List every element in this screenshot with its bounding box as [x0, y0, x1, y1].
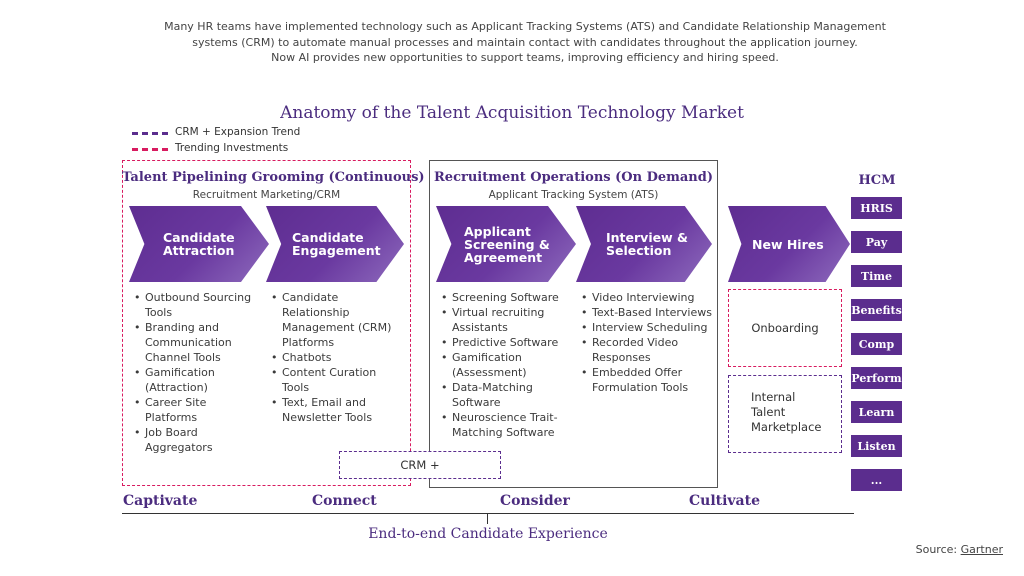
- list-item: Career Site Platforms: [133, 395, 258, 425]
- pipelining-subtitle: Recruitment Marketing/CRM: [192, 189, 341, 201]
- intro-paragraph: Many HR teams have implemented technolog…: [120, 19, 930, 66]
- legend-pink-dash: [132, 148, 168, 151]
- list-item: Recorded Video Responses: [580, 335, 712, 365]
- hcm-item-time: Time: [851, 265, 902, 287]
- interview-list: Video Interviewing Text-Based Interviews…: [580, 290, 712, 395]
- footer-title: End-to-end Candidate Experience: [368, 526, 608, 542]
- hcm-item-learn: Learn: [851, 401, 902, 423]
- arrow-candidate-attraction: Candidate Attraction: [129, 206, 269, 282]
- intro-line: systems (CRM) to automate manual process…: [192, 35, 858, 49]
- list-item: Candidate Relationship Management (CRM) …: [270, 290, 395, 350]
- arrow-label: Candidate Engagement: [292, 230, 381, 258]
- list-item: Text, Email and Newsletter Tools: [270, 395, 395, 425]
- list-item: Embedded Offer Formulation Tools: [580, 365, 712, 395]
- hcm-item-perform: Perform: [851, 367, 902, 389]
- arrow-candidate-engagement: Candidate Engagement: [266, 206, 404, 282]
- operations-title: Recruitment Operations (On Demand): [434, 170, 713, 185]
- source-credit: Source: Gartner: [916, 543, 1003, 556]
- arrow-label: Candidate Attraction: [163, 230, 235, 258]
- pipelining-title: Talent Pipelining Grooming (Continuous): [122, 170, 425, 185]
- legend-label-crm: CRM + Expansion Trend: [175, 126, 301, 138]
- arrow-label: New Hires: [752, 236, 824, 252]
- stage-captivate: Captivate: [123, 493, 198, 509]
- source-link[interactable]: Gartner: [960, 543, 1003, 556]
- hcm-item-hris: HRIS: [851, 197, 902, 219]
- hcm-item-listen: Listen: [851, 435, 902, 457]
- onboarding-label: Onboarding: [751, 320, 819, 335]
- onboarding-box: Onboarding: [728, 289, 842, 367]
- arrow-applicant-screening: Applicant Screening & Agreement: [436, 206, 576, 282]
- list-item: Neuroscience Trait-Matching Software: [440, 410, 568, 440]
- operations-box: [429, 160, 718, 488]
- marketplace-label: Internal Talent Marketplace: [751, 390, 822, 434]
- source-label: Source:: [915, 543, 958, 556]
- attraction-list: Outbound Sourcing Tools Branding and Com…: [133, 290, 258, 455]
- list-item: Virtual recruiting Assistants: [440, 305, 568, 335]
- arrow-label: Interview & Selection: [606, 230, 688, 258]
- timeline-line: [122, 513, 854, 514]
- list-item: Outbound Sourcing Tools: [133, 290, 258, 320]
- intro-line: Now AI provides new opportunities to sup…: [271, 51, 779, 64]
- crm-plus-label: CRM +: [400, 458, 440, 472]
- pipelining-box: [122, 160, 411, 486]
- list-item: Data-Matching Software: [440, 380, 568, 410]
- diagram-title: Anatomy of the Talent Acquisition Techno…: [280, 103, 744, 123]
- operations-subtitle: Applicant Tracking System (ATS): [488, 189, 659, 201]
- timeline-tick: [487, 513, 488, 524]
- legend-purple-dash: [132, 132, 168, 135]
- hcm-item-benefits: Benefits: [851, 299, 902, 321]
- screening-list: Screening Software Virtual recruiting As…: [440, 290, 568, 440]
- list-item: Screening Software: [440, 290, 568, 305]
- engagement-list: Candidate Relationship Management (CRM) …: [270, 290, 395, 425]
- hcm-item-pay: Pay: [851, 231, 902, 253]
- list-item: Branding and Communication Channel Tools: [133, 320, 258, 365]
- arrow-interview-selection: Interview & Selection: [576, 206, 712, 282]
- talent-marketplace-box: Internal Talent Marketplace: [728, 375, 842, 453]
- crm-plus-box: CRM +: [339, 451, 501, 479]
- intro-line: Many HR teams have implemented technolog…: [164, 20, 886, 33]
- list-item: Gamification (Attraction): [133, 365, 258, 395]
- hcm-title: HCM: [858, 173, 896, 188]
- stage-cultivate: Cultivate: [689, 493, 761, 509]
- legend-label-trending: Trending Investments: [175, 142, 289, 154]
- hcm-item-comp: Comp: [851, 333, 902, 355]
- list-item: Interview Scheduling: [580, 320, 712, 335]
- list-item: Text-Based Interviews: [580, 305, 712, 320]
- list-item: Job Board Aggregators: [133, 425, 258, 455]
- list-item: Video Interviewing: [580, 290, 712, 305]
- list-item: Gamification (Assessment): [440, 350, 568, 380]
- arrow-label: Applicant Screening & Agreement: [464, 223, 550, 265]
- list-item: Content Curation Tools: [270, 365, 395, 395]
- arrow-new-hires: New Hires: [728, 206, 850, 282]
- list-item: Chatbots: [270, 350, 395, 365]
- stage-connect: Connect: [312, 493, 377, 509]
- list-item: Predictive Software: [440, 335, 568, 350]
- stage-consider: Consider: [500, 493, 570, 509]
- hcm-item-more: ...: [851, 469, 902, 491]
